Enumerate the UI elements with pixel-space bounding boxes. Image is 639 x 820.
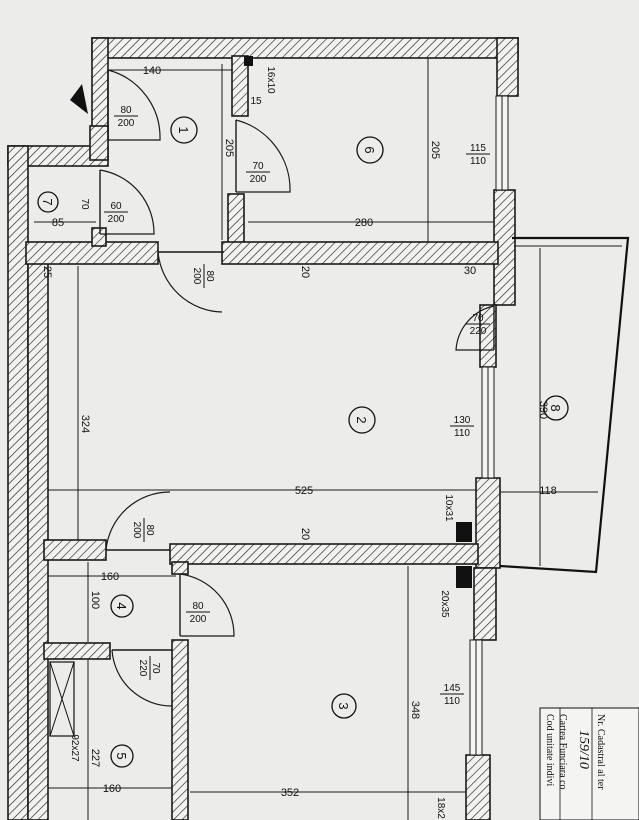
dim-label: 205 bbox=[223, 139, 235, 157]
room-number: 1 bbox=[176, 126, 191, 133]
dimension-lines bbox=[34, 58, 598, 820]
door-sizes: 80 200 70 200 60 200 80 200 70 220 80 20… bbox=[104, 105, 490, 680]
room-number: 2 bbox=[354, 416, 369, 423]
windows bbox=[469, 95, 509, 756]
door-size-top: 80 bbox=[144, 524, 155, 536]
dim-label: 525 bbox=[295, 485, 313, 497]
door-size-top: 60 bbox=[110, 201, 122, 212]
room-number: 5 bbox=[114, 752, 129, 759]
door-size-top: 70 bbox=[472, 313, 484, 324]
room-labels: 1 2 3 4 5 6 7 8 bbox=[37, 116, 569, 768]
dim-label: 20x35 bbox=[439, 590, 450, 618]
dim-label: 390 bbox=[537, 401, 549, 419]
column-block bbox=[456, 566, 472, 588]
dim-label: 70 bbox=[79, 198, 90, 210]
door-swings bbox=[99, 69, 495, 707]
cadastral-legend: Nr. Cadastral al ter 159/10 Cartea Funci… bbox=[539, 707, 639, 820]
dim-label: 352 bbox=[281, 787, 299, 799]
room-number: 8 bbox=[548, 404, 563, 411]
dim-label: 85 bbox=[52, 217, 64, 229]
north-arrow-icon bbox=[70, 84, 88, 114]
dim-label: 92x27 bbox=[69, 734, 80, 762]
dim-label: 16x10 bbox=[265, 66, 276, 94]
door-size-top: 80 bbox=[192, 601, 204, 612]
dim-label: 160 bbox=[103, 783, 121, 795]
door-size-top: 80 bbox=[204, 270, 215, 282]
dim-label: 118 bbox=[539, 485, 557, 497]
door-size-bottom: 200 bbox=[191, 268, 202, 285]
dim-label: 20 bbox=[299, 266, 311, 278]
dim-label: 10x31 bbox=[443, 494, 454, 522]
dim-label: 25 bbox=[41, 266, 53, 278]
column-block bbox=[244, 56, 253, 66]
dim-label: 30 bbox=[464, 265, 476, 277]
legend-line: Cartea Funciara co bbox=[557, 714, 568, 790]
column-block bbox=[456, 522, 472, 542]
room-number: 7 bbox=[40, 198, 55, 205]
door-size-bottom: 200 bbox=[250, 174, 267, 185]
door-size-bottom: 200 bbox=[190, 614, 207, 625]
room-number: 6 bbox=[362, 146, 377, 153]
dim-label: 280 bbox=[355, 217, 373, 229]
window-size-bottom: 110 bbox=[444, 696, 460, 707]
dim-label: 18x2 bbox=[435, 797, 446, 819]
door-size-bottom: 220 bbox=[470, 326, 487, 337]
ventilation-duct bbox=[49, 661, 75, 737]
window-size-bottom: 110 bbox=[454, 428, 470, 439]
dim-label: 227 bbox=[89, 749, 101, 767]
window-size-top: 145 bbox=[444, 683, 461, 694]
dim-label: 20 bbox=[299, 528, 311, 540]
walls bbox=[7, 37, 519, 820]
window-size-top: 115 bbox=[470, 143, 486, 154]
dimension-labels: 140 205 205 280 85 25 20 30 324 525 390 … bbox=[41, 65, 557, 819]
legend-line: Cod unitate indivi bbox=[544, 714, 555, 786]
legend-line: Nr. Cadastral al ter bbox=[595, 714, 606, 790]
door-size-bottom: 220 bbox=[137, 660, 148, 677]
door-size-top: 70 bbox=[252, 161, 264, 172]
window-sizes: 115 110 130 110 145 110 bbox=[440, 143, 490, 707]
dim-label: 15 bbox=[250, 96, 262, 107]
dim-label: 140 bbox=[143, 65, 161, 77]
door-size-top: 70 bbox=[150, 662, 161, 674]
dim-label: 205 bbox=[429, 141, 441, 159]
room-number: 3 bbox=[336, 702, 351, 709]
room-number: 4 bbox=[114, 602, 129, 609]
dim-label: 100 bbox=[89, 591, 101, 609]
dim-label: 324 bbox=[79, 415, 91, 433]
door-size-bottom: 200 bbox=[118, 118, 135, 129]
door-size-bottom: 200 bbox=[131, 522, 142, 539]
window-size-bottom: 110 bbox=[470, 156, 486, 167]
legend-line: 159/10 bbox=[576, 730, 591, 769]
door-size-top: 80 bbox=[120, 105, 132, 116]
window-size-top: 130 bbox=[454, 415, 471, 426]
balcony-outline bbox=[499, 236, 630, 574]
dim-label: 160 bbox=[101, 571, 119, 583]
dim-label: 348 bbox=[409, 701, 421, 719]
door-size-bottom: 200 bbox=[108, 214, 125, 225]
